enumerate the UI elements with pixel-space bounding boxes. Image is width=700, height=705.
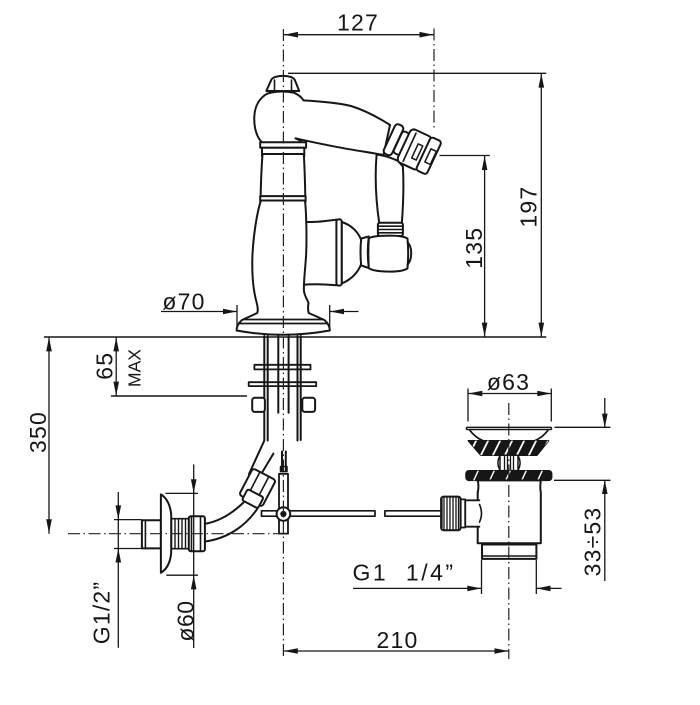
svg-text:210: 210 [377, 627, 419, 653]
svg-text:33÷53: 33÷53 [580, 507, 606, 577]
svg-text:ø60: ø60 [173, 600, 199, 641]
svg-text:G1 1/4”: G1 1/4” [352, 560, 455, 586]
svg-text:197: 197 [516, 186, 542, 228]
svg-text:65: 65 [92, 352, 118, 380]
svg-text:127: 127 [337, 10, 379, 36]
svg-text:135: 135 [461, 227, 487, 269]
svg-text:350: 350 [25, 411, 51, 453]
svg-text:MAX: MAX [125, 349, 145, 387]
svg-text:ø63: ø63 [487, 369, 530, 395]
svg-text:ø70: ø70 [162, 289, 205, 315]
svg-text:G1/2”: G1/2” [89, 581, 115, 645]
